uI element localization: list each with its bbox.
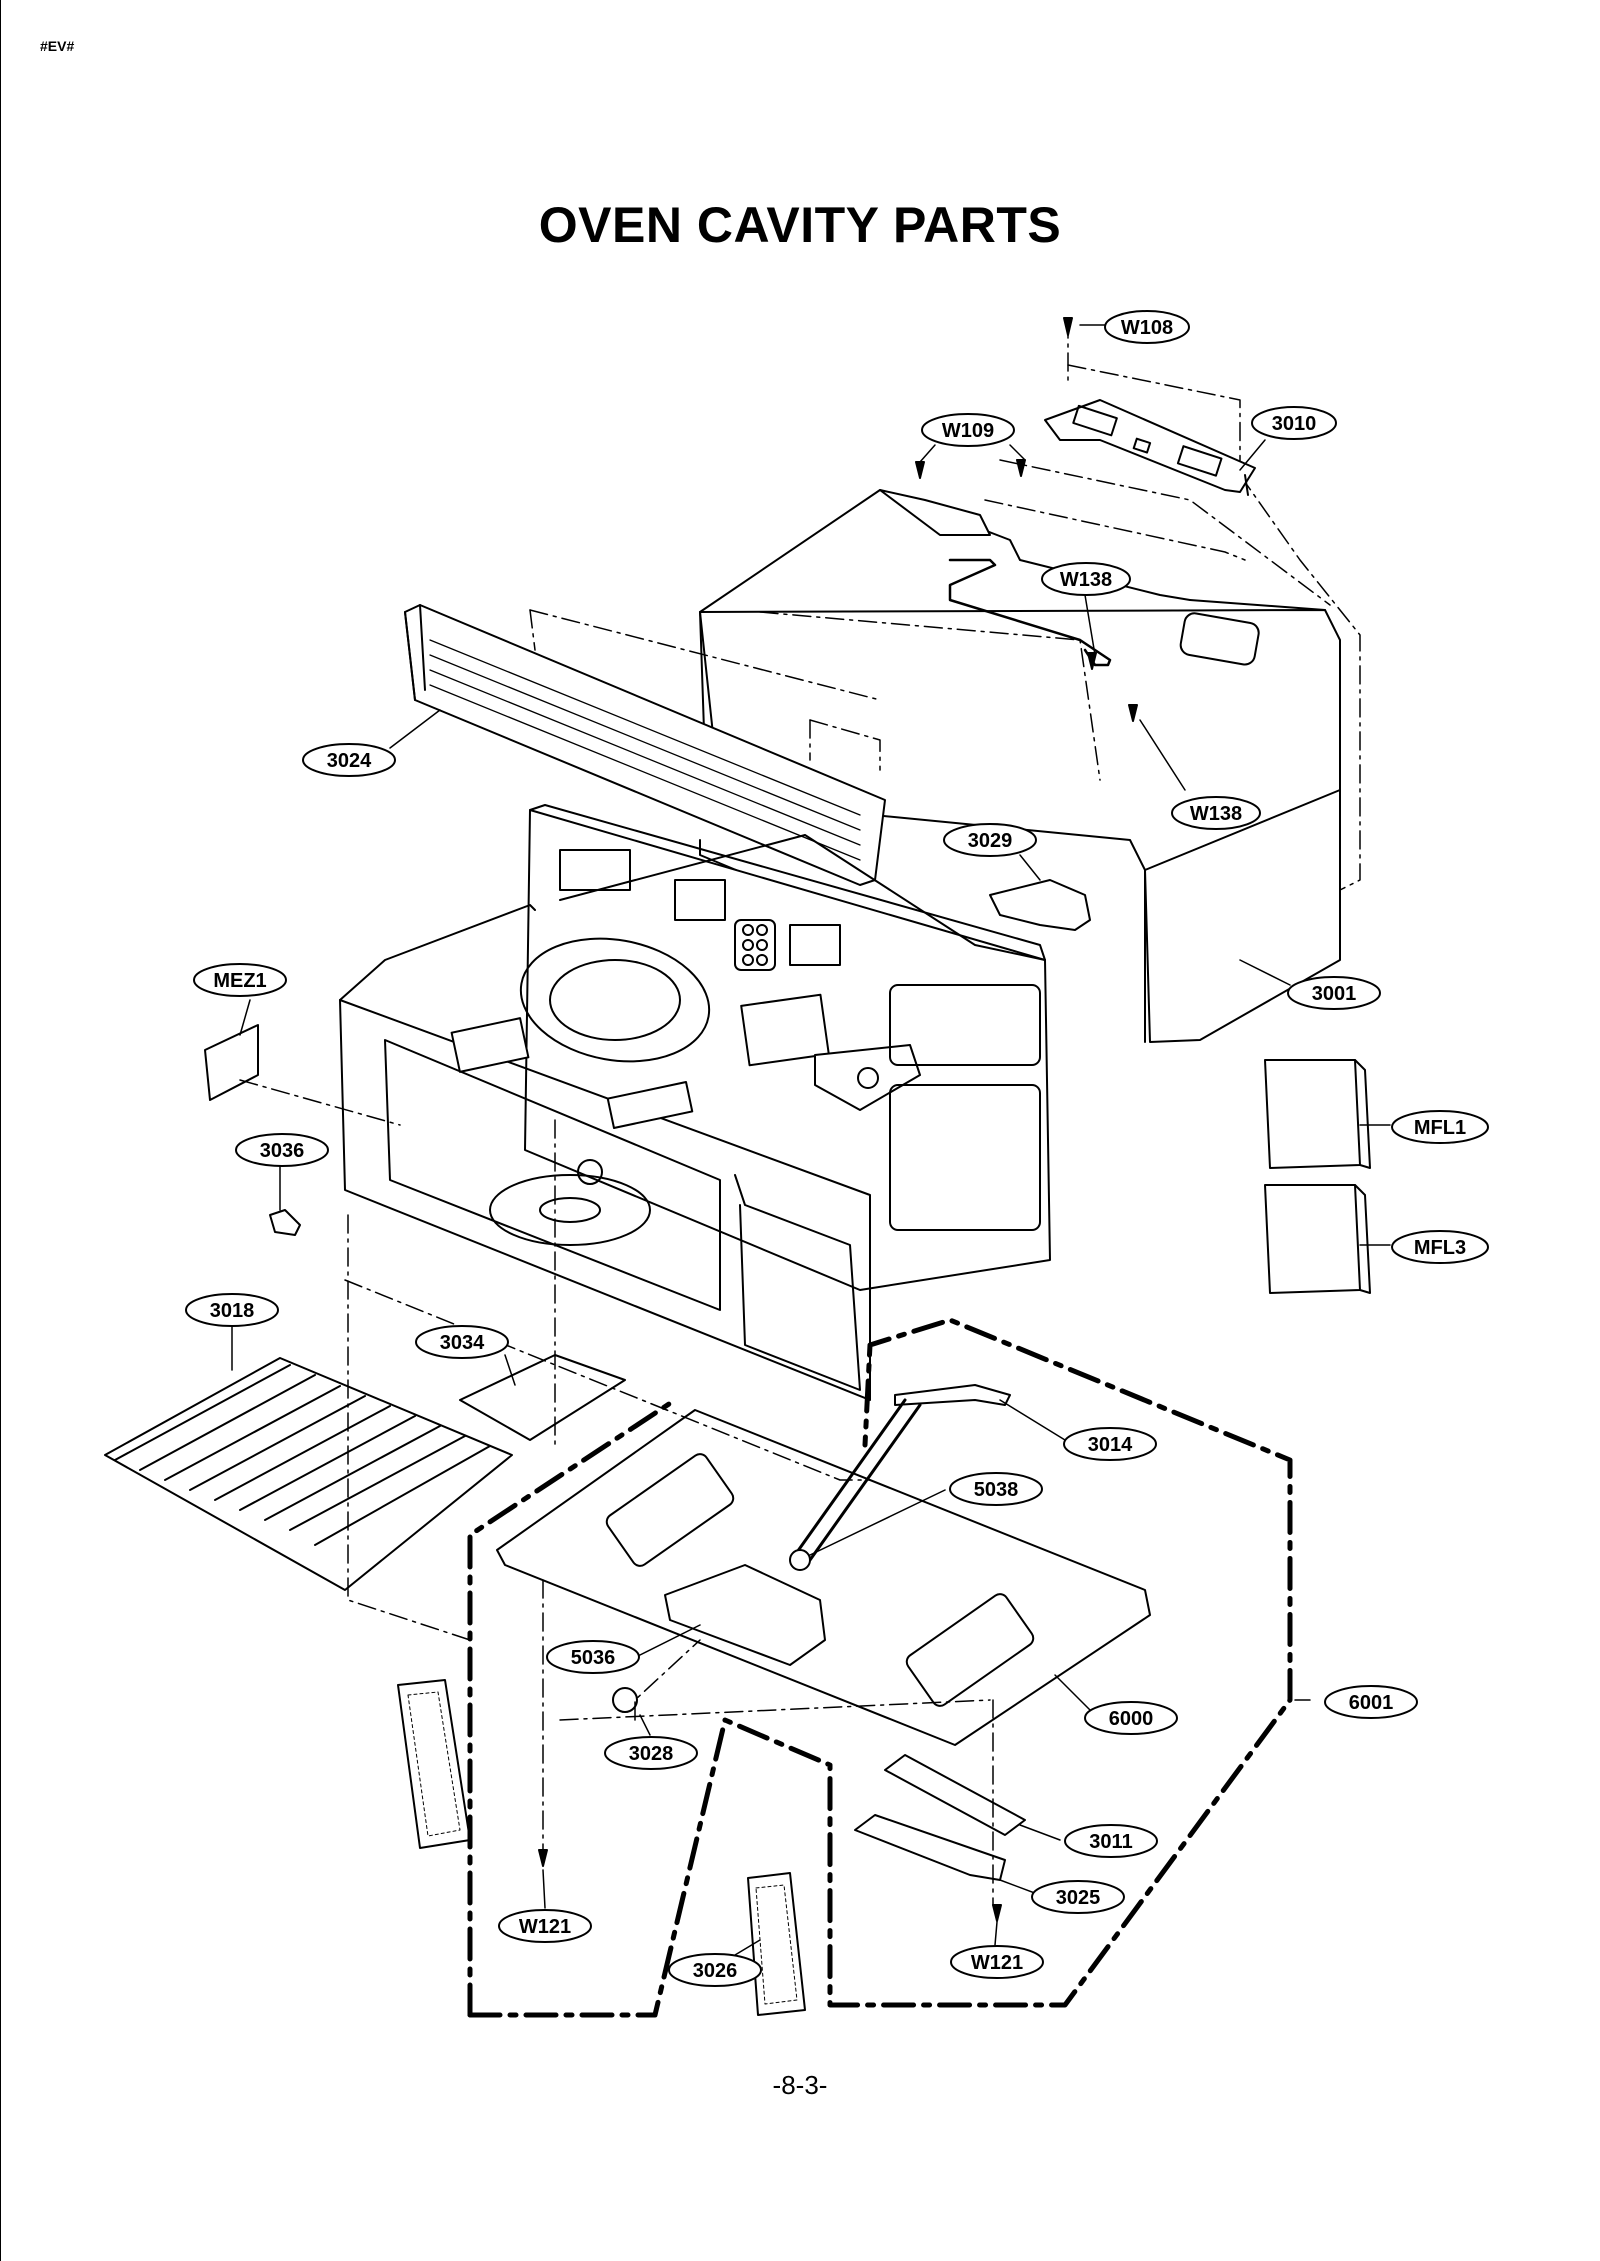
callout-3036: 3036 xyxy=(235,1133,329,1167)
callout-w109: W109 xyxy=(921,413,1015,447)
callout-w108-label: W108 xyxy=(1121,317,1173,339)
callout-3029: 3029 xyxy=(943,823,1037,857)
callout-w121-left: W121 xyxy=(498,1909,592,1943)
callout-3026-label: 3026 xyxy=(693,1960,738,1982)
vent-wire-w138 xyxy=(948,558,1112,667)
callout-3026: 3026 xyxy=(668,1953,762,1987)
callout-mfl3-label: MFL3 xyxy=(1414,1237,1466,1259)
callout-w109-label: W109 xyxy=(942,420,994,442)
callout-3029-label: 3029 xyxy=(968,830,1013,852)
lamp-3028 xyxy=(612,1687,638,1713)
callout-3001-label: 3001 xyxy=(1312,983,1357,1005)
callout-w121-right: W121 xyxy=(950,1945,1044,1979)
callout-3025: 3025 xyxy=(1031,1880,1125,1914)
cover-3011 xyxy=(884,1754,1026,1836)
callout-6000-label: 6000 xyxy=(1109,1708,1154,1730)
callout-5036: 5036 xyxy=(546,1640,640,1674)
callout-3001: 3001 xyxy=(1287,976,1381,1010)
callout-3014: 3014 xyxy=(1063,1427,1157,1461)
callout-3014-label: 3014 xyxy=(1088,1434,1133,1456)
grease-filter-left xyxy=(397,1679,471,1849)
manual-mfl1 xyxy=(1264,1059,1371,1169)
callout-5036-label: 5036 xyxy=(571,1647,616,1669)
callout-5038: 5038 xyxy=(949,1472,1043,1506)
manual-mfl3 xyxy=(1264,1184,1371,1294)
corner-tag: #EV# xyxy=(40,38,75,54)
callout-3018: 3018 xyxy=(185,1293,279,1327)
callout-w138-lower: W138 xyxy=(1171,796,1261,830)
callout-3011: 3011 xyxy=(1064,1824,1158,1858)
callout-3024-label: 3024 xyxy=(327,750,372,772)
callout-6000: 6000 xyxy=(1084,1701,1178,1735)
callout-3028-label: 3028 xyxy=(629,1743,674,1765)
callout-w138-lower-label: W138 xyxy=(1190,803,1242,825)
callout-5038-label: 5038 xyxy=(974,1479,1019,1501)
clip-3036 xyxy=(269,1209,301,1236)
bracket-3029 xyxy=(989,879,1091,931)
callout-w138-upper-label: W138 xyxy=(1060,569,1112,591)
oven-rack-3018 xyxy=(104,1357,513,1591)
callout-mez1: MEZ1 xyxy=(193,963,287,997)
base-plate-6000 xyxy=(496,1409,1151,1746)
page-title: OVEN CAVITY PARTS xyxy=(538,197,1062,253)
callout-leaders xyxy=(231,324,1391,1956)
callout-mfl3: MFL3 xyxy=(1391,1230,1489,1264)
callout-3024: 3024 xyxy=(302,743,396,777)
callout-w108: W108 xyxy=(1104,310,1190,344)
callout-mfl1-label: MFL1 xyxy=(1414,1117,1466,1139)
callout-3025-label: 3025 xyxy=(1056,1887,1101,1909)
callout-w121-right-label: W121 xyxy=(971,1952,1023,1974)
oven-cavity xyxy=(339,804,1051,1401)
assembly-lines xyxy=(239,1079,994,1906)
callout-3028: 3028 xyxy=(604,1736,698,1770)
callout-3018-label: 3018 xyxy=(210,1300,255,1322)
assembly-6001-boundary xyxy=(467,1317,1293,2018)
callout-3034: 3034 xyxy=(415,1325,509,1359)
holder-3025 xyxy=(854,1814,1006,1881)
screws xyxy=(538,317,1138,1922)
page-number: -8-3- xyxy=(772,2070,828,2100)
callout-w138-upper: W138 xyxy=(1041,562,1131,596)
callout-3011-label: 3011 xyxy=(1089,1831,1132,1853)
callout-3010: 3010 xyxy=(1251,406,1337,440)
cover-3034 xyxy=(459,1354,626,1441)
callout-mez1-label: MEZ1 xyxy=(213,970,266,992)
callout-mfl1: MFL1 xyxy=(1391,1110,1489,1144)
callout-3034-label: 3034 xyxy=(440,1332,485,1354)
callout-3010-label: 3010 xyxy=(1272,413,1317,435)
label-mez1 xyxy=(204,1024,259,1101)
callout-3036-label: 3036 xyxy=(260,1140,305,1162)
callout-w121-left-label: W121 xyxy=(519,1916,571,1938)
top-bracket-3010 xyxy=(1044,399,1256,496)
lamp-wire-5038 xyxy=(789,1384,1011,1571)
callout-6001: 6001 xyxy=(1324,1685,1418,1719)
outer-case-3001 xyxy=(699,489,1341,1043)
grease-filter-3026 xyxy=(747,1872,806,2016)
callout-6001-label: 6001 xyxy=(1349,1692,1394,1714)
